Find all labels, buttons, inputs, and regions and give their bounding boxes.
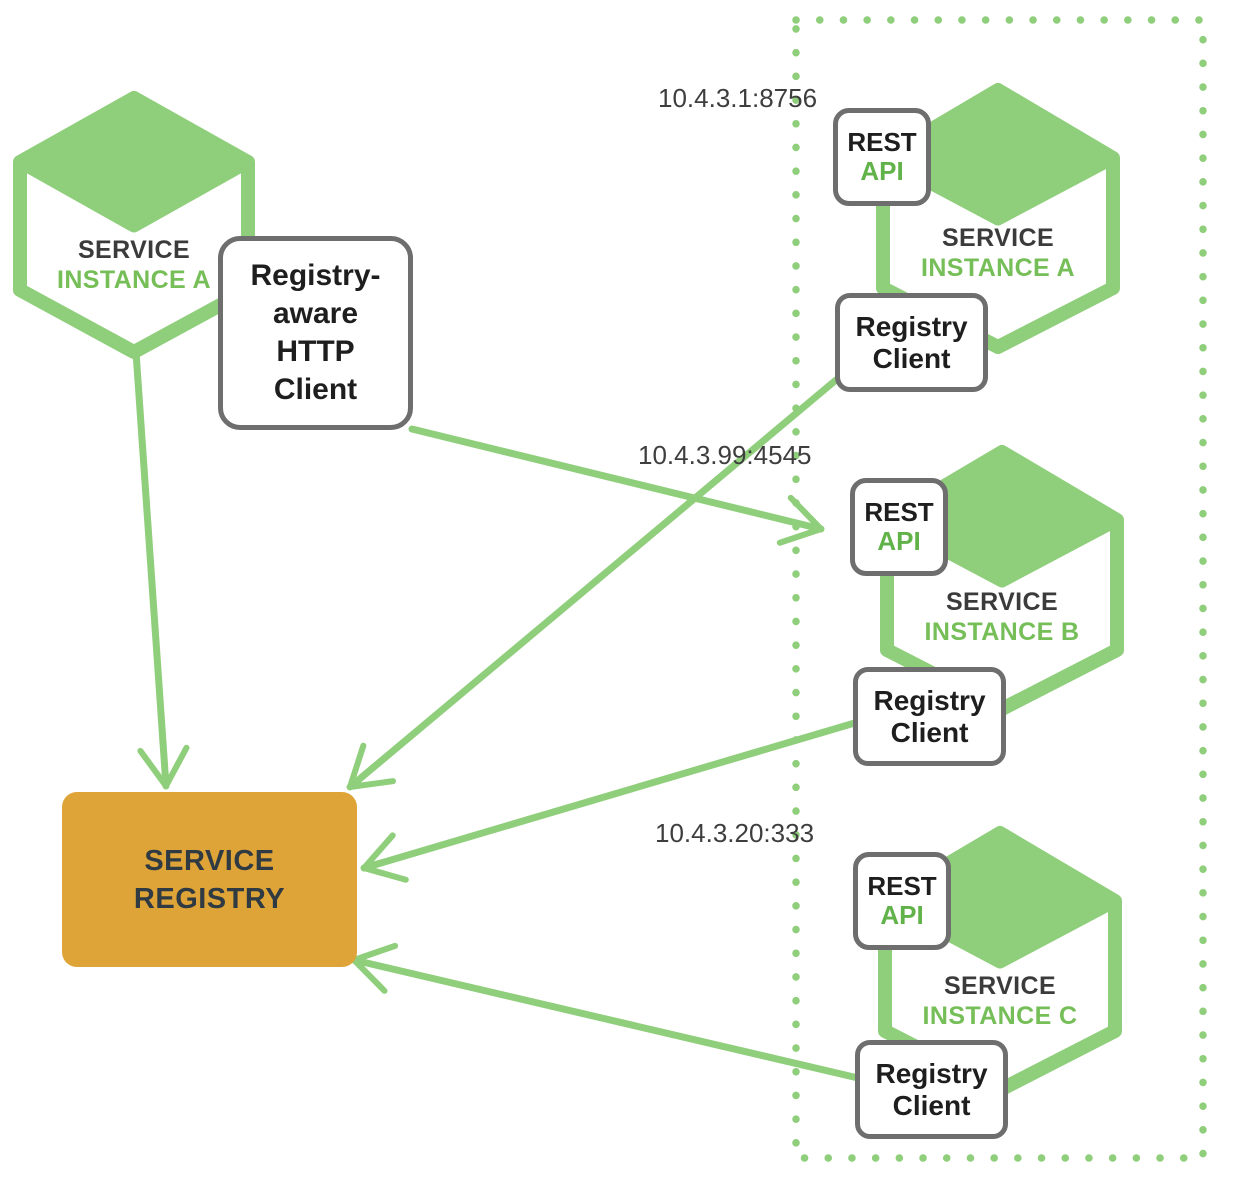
http-client-box: Registry- aware HTTP Client: [218, 236, 413, 430]
http-client-label-line: Registry-: [250, 259, 381, 292]
arrow-registry-client-c-to-registry: [350, 942, 862, 1082]
registry-client-box-instance-c: Registry Client: [855, 1040, 1008, 1139]
api-label: API: [860, 156, 904, 186]
rest-api-box-instance-c: REST API: [853, 852, 951, 950]
hexagon-label-instance-b: SERVICE INSTANCE B: [887, 587, 1117, 647]
hexagon-label-instance-c: SERVICE INSTANCE C: [885, 971, 1115, 1031]
service-label: SERVICE: [943, 972, 1057, 1000]
instance-name-label: INSTANCE C: [922, 1002, 1078, 1030]
service-label: SERVICE: [941, 224, 1055, 252]
hexagon-icon-left-instance-a: [13, 91, 255, 359]
hexagon-label-instance-a: SERVICE INSTANCE A: [883, 223, 1113, 283]
service-label: SERVICE: [945, 588, 1059, 616]
http-client-label-line: aware: [272, 297, 359, 330]
arrow-http-client-to-rest-api-b: [408, 425, 825, 546]
api-label: API: [877, 526, 921, 556]
rest-api-box-instance-a: REST API: [833, 108, 931, 206]
address-label-instance-a: 10.4.3.1:8756: [658, 83, 818, 113]
rest-label: REST: [847, 127, 917, 157]
registry-client-label-line: Registry: [855, 310, 968, 342]
rest-label: REST: [867, 871, 937, 901]
rest-api-box-instance-b: REST API: [850, 478, 948, 576]
instance-name-label: INSTANCE B: [924, 618, 1080, 646]
arrow-left-instance-to-registry: [132, 348, 190, 790]
api-label: API: [880, 900, 924, 930]
hexagon-label-left-instance-a: SERVICE INSTANCE A: [19, 235, 249, 295]
arrow-registry-client-a-to-registry: [346, 376, 840, 791]
instance-name-label: INSTANCE A: [921, 254, 1075, 282]
address-label-instance-b: 10.4.3.99:4545: [638, 440, 812, 470]
registry-client-label-line: Client: [892, 1089, 971, 1121]
service-registry-label-line: SERVICE: [144, 844, 275, 877]
instance-name-label: INSTANCE A: [57, 266, 211, 294]
registry-client-box-instance-a: Registry Client: [835, 293, 988, 392]
http-client-label-line: HTTP: [276, 335, 355, 368]
registry-client-label-line: Registry: [875, 1057, 988, 1089]
service-registry-box: SERVICE REGISTRY: [62, 792, 357, 967]
service-registry-label-line: REGISTRY: [133, 882, 286, 915]
address-label-instance-c: 10.4.3.20:333: [655, 818, 815, 848]
registry-client-box-instance-b: Registry Client: [853, 667, 1006, 766]
http-client-label-line: Client: [273, 373, 358, 406]
registry-client-label-line: Client: [890, 716, 969, 748]
registry-client-label-line: Client: [872, 342, 951, 374]
service-label: SERVICE: [77, 236, 191, 264]
arrow-registry-client-b-to-registry: [360, 718, 862, 883]
rest-label: REST: [864, 497, 934, 527]
registry-client-label-line: Registry: [873, 684, 986, 716]
